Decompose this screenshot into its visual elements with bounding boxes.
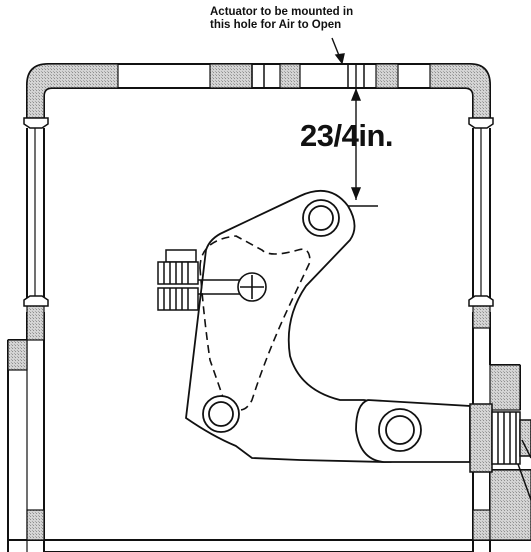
mounting-note-line-2: this hole for Air to Open [210, 19, 342, 31]
pivot-hole-upper [302, 199, 340, 237]
mounting-note-line-1: Actuator to be mounted in [210, 6, 354, 18]
threaded-clamp [157, 249, 199, 311]
pivot-hole-arm [378, 408, 422, 452]
adjusting-screw [194, 272, 267, 302]
dimension-label: 23/4in. [300, 118, 394, 153]
pivot-hole-lower [202, 395, 240, 433]
threaded-fitting [469, 403, 531, 501]
top-plate-holes [251, 64, 365, 88]
frame-hatching [7, 63, 531, 541]
dimension-line [331, 37, 378, 207]
wall-brackets [23, 117, 494, 307]
